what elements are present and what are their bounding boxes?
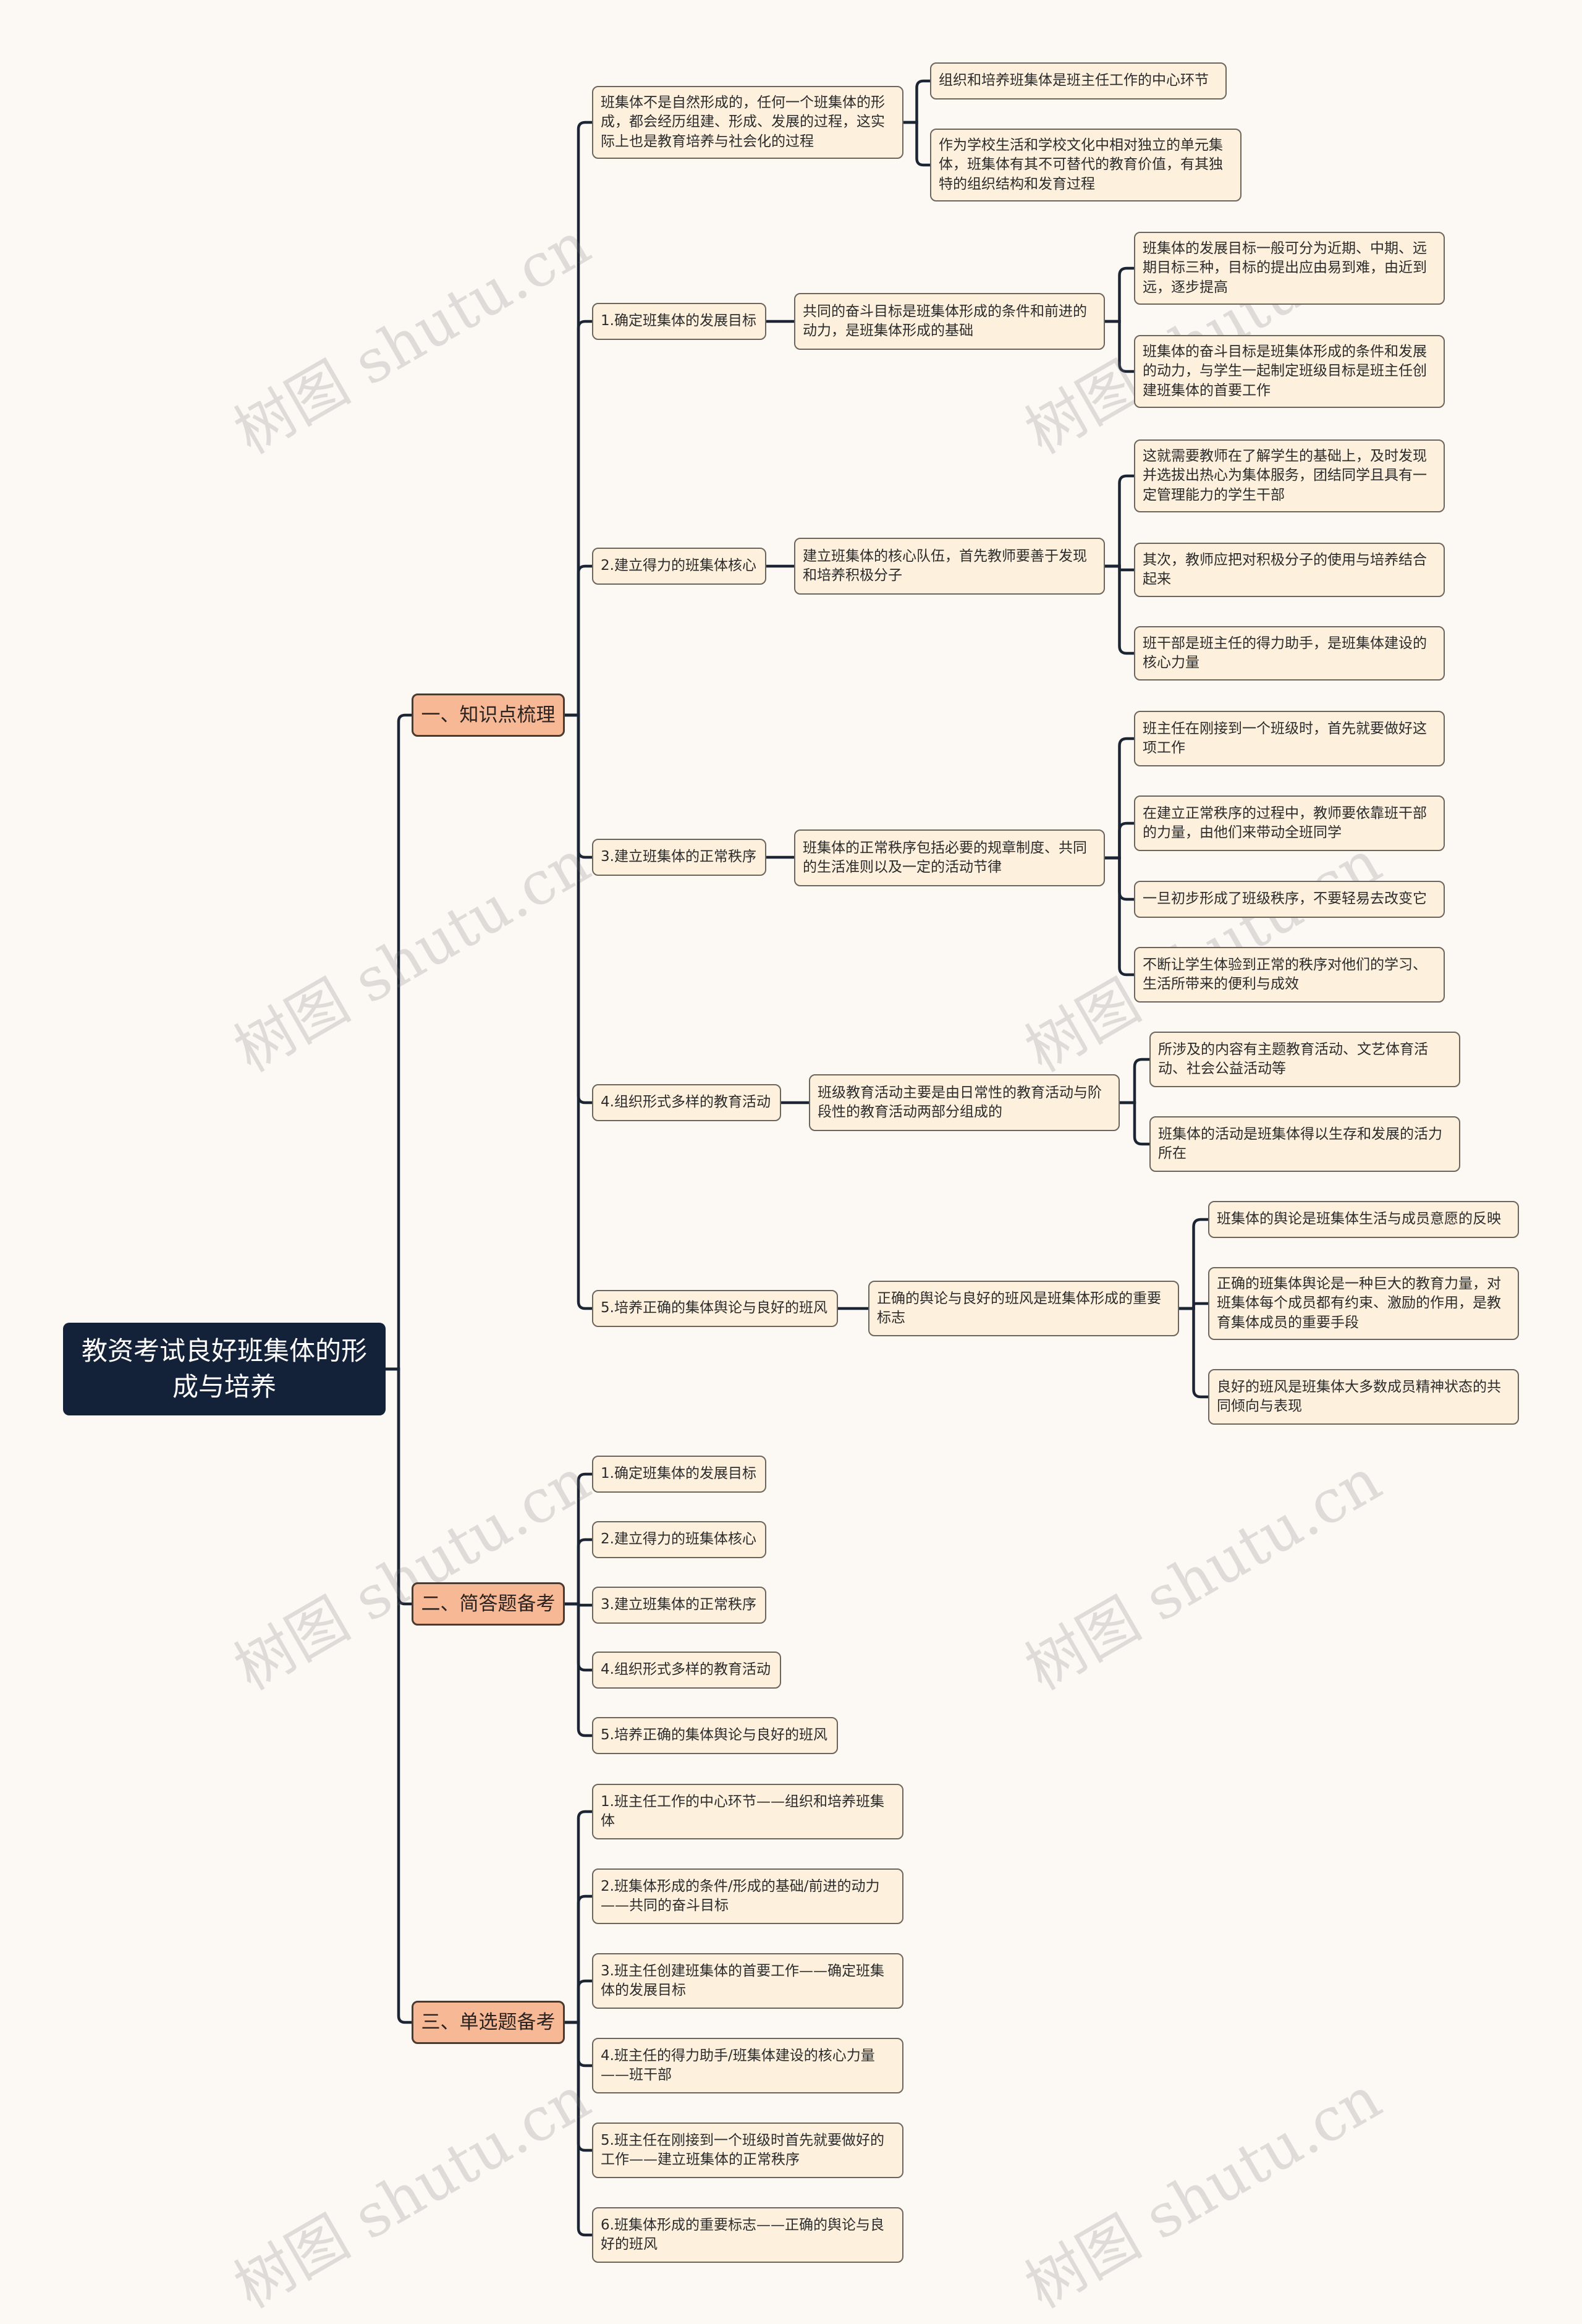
connector-line (565, 1602, 592, 1737)
connector-line (1120, 1058, 1149, 1105)
connector-line (1179, 1302, 1208, 1310)
connector-line (565, 1538, 592, 1606)
short-answer-item[interactable]: 1.确定班集体的发展目标 (592, 1456, 766, 1493)
short-answer-item[interactable]: 5.培养正确的集体舆论与良好的班风 (592, 1717, 838, 1754)
intro-detail-1[interactable]: 组织和培养班集体是班主任工作的中心环节 (930, 62, 1227, 100)
topic-order[interactable]: 3.建立班集体的正常秩序 (592, 839, 766, 876)
connector-line (565, 564, 592, 717)
single-choice-item[interactable]: 6.班集体形成的重要标志——正确的舆论与良好的班风 (592, 2207, 903, 2263)
spirit-detail-3[interactable]: 良好的班风是班集体大多数成员精神状态的共同倾向与表现 (1208, 1369, 1519, 1425)
root-topic[interactable]: 教资考试良好班集体的形成与培养 (63, 1323, 386, 1415)
connector-line (565, 1472, 592, 1606)
core-detail-1[interactable]: 这就需要教师在了解学生的基础上，及时发现并选拔出热心为集体服务，团结同学且具有一… (1134, 439, 1445, 512)
topic-goal[interactable]: 1.确定班集体的发展目标 (592, 303, 766, 340)
spirit-detail-2[interactable]: 正确的班集体舆论是一种巨大的教育力量，对班集体每个成员都有约束、激励的作用，是教… (1208, 1267, 1519, 1340)
section-short-answer[interactable]: 二、简答题备考 (412, 1582, 565, 1626)
connector-line (1179, 1307, 1208, 1399)
connector-line (565, 121, 592, 717)
connector-line (903, 121, 930, 167)
order-detail-4[interactable]: 不断让学生体验到正常的秩序对他们的学习、生活所带来的便利与成效 (1134, 947, 1445, 1003)
connector-line (1179, 1218, 1208, 1310)
order-summary[interactable]: 班集体的正常秩序包括必要的规章制度、共同的生活准则以及一定的活动节律 (794, 829, 1105, 886)
spirit-detail-1[interactable]: 班集体的舆论是班集体生活与成员意愿的反映 (1208, 1201, 1519, 1238)
connector-line (565, 713, 592, 1310)
activities-detail-1[interactable]: 所涉及的内容有主题教育活动、文艺体育活动、社会公益活动等 (1149, 1032, 1460, 1087)
connector-line (565, 1894, 592, 2024)
connector-line (1105, 564, 1134, 655)
core-detail-3[interactable]: 班干部是班主任的得力助手，是班集体建设的核心力量 (1134, 626, 1445, 681)
short-answer-item[interactable]: 3.建立班集体的正常秩序 (592, 1587, 766, 1624)
connector-line (386, 1367, 412, 2024)
spirit-summary[interactable]: 正确的舆论与良好的班风是班集体形成的重要标志 (868, 1281, 1179, 1336)
order-detail-1[interactable]: 班主任在刚接到一个班级时，首先就要做好这项工作 (1134, 711, 1445, 766)
activities-summary[interactable]: 班级教育活动主要是由日常性的教育活动与阶段性的教育活动两部分组成的 (809, 1074, 1120, 1131)
connector-line (1105, 266, 1134, 323)
goal-detail-1[interactable]: 班集体的发展目标一般可分为近期、中期、远期目标三种，目标的提出应由易到难，由近到… (1134, 232, 1445, 305)
order-detail-2[interactable]: 在建立正常秩序的过程中，教师要依靠班干部的力量，由他们来带动全班同学 (1134, 795, 1445, 851)
connector-line (1120, 1101, 1149, 1146)
topic-activities[interactable]: 4.组织形式多样的教育活动 (592, 1084, 781, 1121)
connector-line (1105, 474, 1134, 568)
connector-line (1105, 737, 1134, 860)
topic-core[interactable]: 2.建立得力的班集体核心 (592, 548, 766, 585)
single-choice-item[interactable]: 5.班主任在刚接到一个班级时首先就要做好的工作——建立班集体的正常秩序 (592, 2123, 903, 2178)
order-detail-3[interactable]: 一旦初步形成了班级秩序，不要轻易去改变它 (1134, 881, 1445, 918)
goal-summary[interactable]: 共同的奋斗目标是班集体形成的条件和前进的动力，是班集体形成的基础 (794, 293, 1105, 350)
activities-detail-2[interactable]: 班集体的活动是班集体得以生存和发展的活力所在 (1149, 1116, 1460, 1172)
topic-class-spirit[interactable]: 5.培养正确的集体舆论与良好的班风 (592, 1290, 838, 1327)
single-choice-item[interactable]: 4.班主任的得力助手/班集体建设的核心力量——班干部 (592, 2038, 903, 2093)
single-choice-item[interactable]: 2.班集体形成的条件/形成的基础/前进的动力——共同的奋斗目标 (592, 1868, 903, 1924)
short-answer-item[interactable]: 2.建立得力的班集体核心 (592, 1521, 766, 1558)
intro-node[interactable]: 班集体不是自然形成的，任何一个班集体的形成，都会经历组建、形成、发展的过程，这实… (592, 86, 903, 159)
section-knowledge[interactable]: 一、知识点梳理 (412, 693, 565, 737)
short-answer-item[interactable]: 4.组织形式多样的教育活动 (592, 1652, 781, 1689)
connector-line (1105, 320, 1134, 373)
connector-line (565, 320, 592, 717)
connector-line (1105, 856, 1134, 977)
connector-line (565, 1810, 592, 2024)
core-detail-2[interactable]: 其次，教师应把对积极分子的使用与培养结合起来 (1134, 543, 1445, 597)
single-choice-item[interactable]: 1.班主任工作的中心环节——组织和培养班集体 (592, 1784, 903, 1839)
core-summary[interactable]: 建立班集体的核心队伍，首先教师要善于发现和培养积极分子 (794, 538, 1105, 595)
connector-line (386, 713, 412, 1371)
connector-line (903, 79, 930, 124)
connector-line (565, 2021, 592, 2237)
single-choice-item[interactable]: 3.班主任创建班集体的首要工作——确定班集体的发展目标 (592, 1953, 903, 2009)
goal-detail-2[interactable]: 班集体的奋斗目标是班集体形成的条件和发展的动力，与学生一起制定班级目标是班主任创… (1134, 335, 1445, 408)
connector-line (565, 1979, 592, 2024)
connector-line (1105, 821, 1134, 860)
intro-detail-2[interactable]: 作为学校生活和学校文化中相对独立的单元集体，班集体有其不可替代的教育价值，有其独… (930, 129, 1241, 201)
section-single-choice[interactable]: 三、单选题备考 (412, 2001, 565, 2044)
